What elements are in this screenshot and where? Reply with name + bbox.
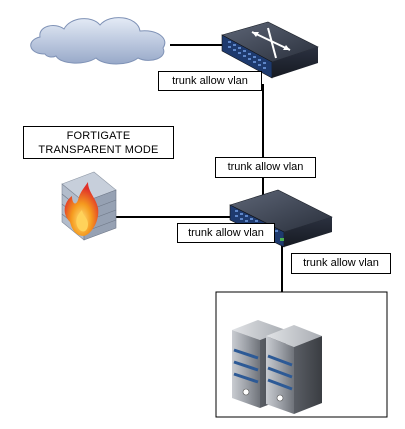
trunk-label-server: trunk allow vlan	[291, 253, 391, 274]
firewall-icon	[61, 171, 117, 241]
trunk-label-core: trunk allow vlan	[158, 71, 262, 91]
fortigate-label-line2: TRANSPARENT MODE	[38, 144, 159, 156]
server-icon	[232, 320, 322, 414]
switch-router-icon	[221, 21, 319, 79]
trunk-label-firewall: trunk allow vlan	[177, 223, 275, 243]
cloud-icon	[30, 17, 166, 65]
trunk-label-uplink: trunk allow vlan	[215, 157, 316, 178]
fortigate-label-line1: FORTIGATE	[66, 130, 131, 142]
fortigate-mode-label: FORTIGATE TRANSPARENT MODE	[23, 126, 174, 159]
connection-lines	[115, 44, 283, 292]
